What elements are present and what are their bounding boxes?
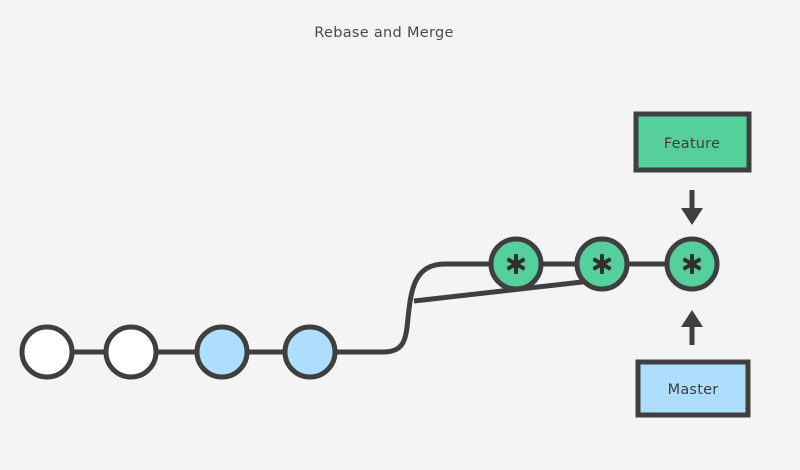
commit-asterisk-icon [506,254,526,274]
commit-edges [72,261,667,355]
rebase-branch-curve [332,261,494,355]
commit-circle[interactable] [194,324,250,380]
arrow-head-down-icon [681,208,703,225]
commit-node-base-commit-1[interactable] [19,324,75,380]
commit-node-base-commit-2[interactable] [103,324,159,380]
commit-node-feature-commit-1[interactable] [488,236,544,292]
commit-node-master-commit-1[interactable] [194,324,250,380]
feature-branch-box[interactable]: Feature [633,111,752,173]
page-title: Rebase and Merge [314,25,453,41]
commit-asterisk-icon [682,254,702,274]
rebase-merge-diagonal [413,277,601,304]
commit-nodes [19,236,720,380]
branch-box-rect[interactable] [633,111,752,173]
commit-circle[interactable] [103,324,159,380]
branch-label: Feature [664,136,720,152]
master-branch-box[interactable]: Master [635,359,751,418]
commit-circle[interactable] [19,324,75,380]
commit-circle[interactable] [282,324,338,380]
commit-node-feature-commit-2[interactable] [574,236,630,292]
branch-arrows [681,190,703,345]
commit-node-master-commit-2[interactable] [282,324,338,380]
master-to-commit-arrow [681,310,703,345]
commit-asterisk-icon [592,254,612,274]
arrow-head-up-icon [681,310,703,327]
feature-to-commit-arrow [681,190,703,225]
branch-box-rect[interactable] [635,359,751,418]
branch-label: Master [668,382,719,398]
commit-node-feature-commit-3[interactable] [664,236,720,292]
